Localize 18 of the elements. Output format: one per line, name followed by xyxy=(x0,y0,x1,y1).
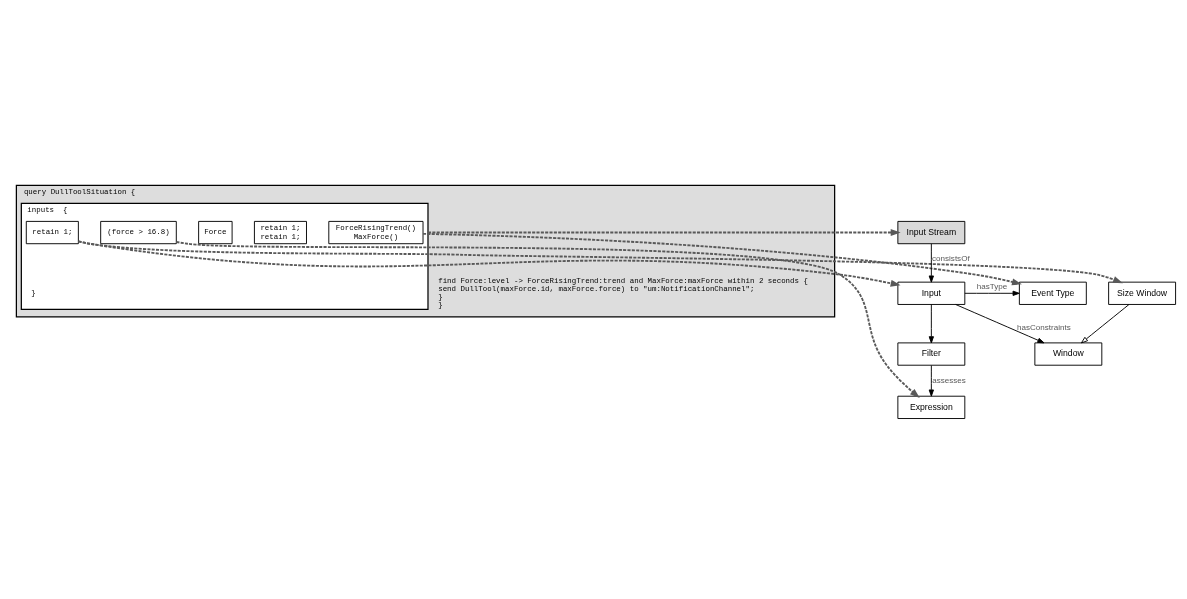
arrow xyxy=(1080,304,1130,344)
arrow xyxy=(955,304,1045,344)
node-box: Window xyxy=(1034,342,1103,366)
arrow xyxy=(175,241,920,398)
arrow xyxy=(77,240,901,287)
arrow xyxy=(928,304,934,344)
node-box: Input xyxy=(897,281,966,305)
arrow xyxy=(928,243,934,283)
node-box: Input Stream xyxy=(897,220,966,245)
node-box: Event Type xyxy=(1018,281,1087,305)
node-box: Filter xyxy=(897,342,966,366)
node-box: Size Window xyxy=(1108,281,1177,305)
arrow xyxy=(964,290,1020,296)
arrow xyxy=(427,229,901,237)
arrow xyxy=(928,365,934,397)
arrow xyxy=(77,240,1123,284)
arrow xyxy=(422,232,1022,286)
node-box: Expression xyxy=(897,395,966,419)
